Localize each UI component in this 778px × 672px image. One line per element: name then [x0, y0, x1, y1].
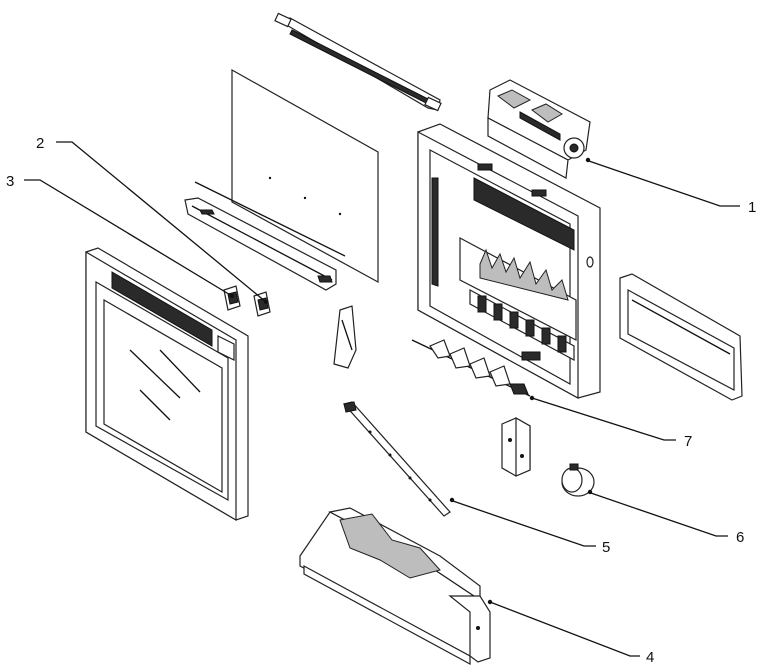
callout-5: 5	[602, 539, 610, 556]
callout-6: 6	[736, 529, 744, 546]
motor	[561, 463, 595, 497]
support-bracket	[501, 416, 531, 477]
callout-2: 2	[36, 135, 44, 152]
callout-1: 1	[748, 199, 756, 216]
leader-lines	[24, 141, 740, 657]
top-trim-strip	[274, 12, 442, 112]
glass-panel	[194, 68, 379, 284]
small-bracket	[333, 305, 357, 369]
ember-bed	[411, 339, 531, 397]
callout-7: 7	[684, 433, 692, 450]
bottom-bracket	[184, 197, 337, 291]
callout-4: 4	[646, 649, 654, 666]
firebox-housing	[417, 123, 601, 400]
side-panel	[619, 273, 743, 401]
switch-part-2	[253, 291, 271, 317]
callout-labels: 1 2 3 4 5 6 7	[6, 135, 756, 666]
flame-rod	[342, 401, 451, 517]
log-set	[299, 507, 491, 666]
front-frame	[85, 247, 249, 522]
callout-3: 3	[6, 173, 14, 190]
fan-heater-unit	[487, 79, 591, 179]
